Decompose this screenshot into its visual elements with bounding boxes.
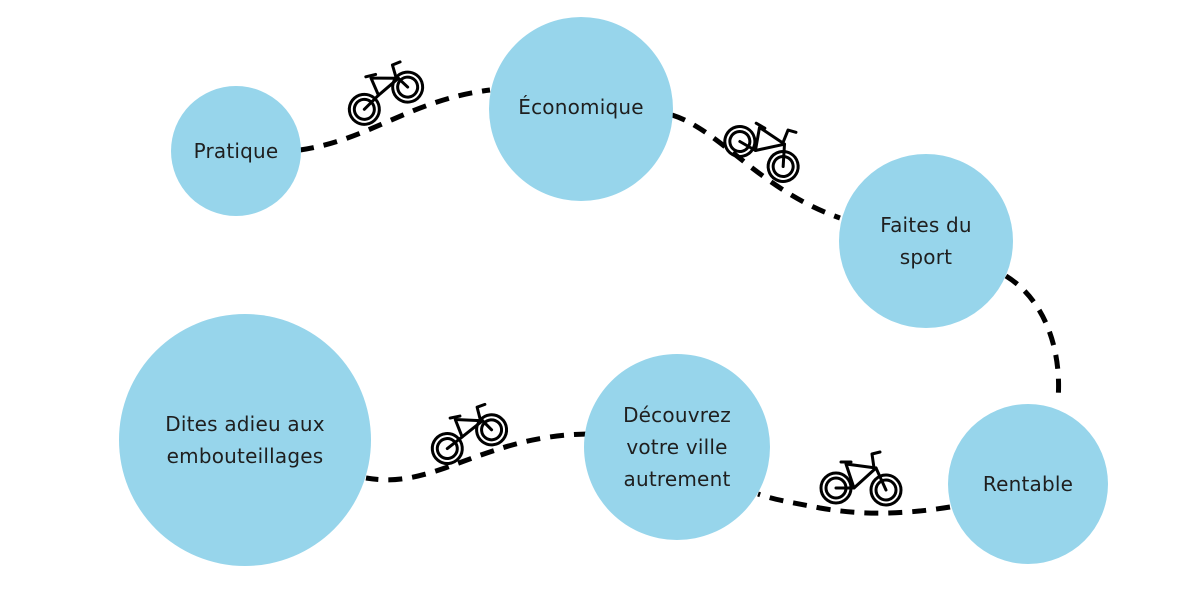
connector-pratique-economique	[299, 87, 491, 153]
connector-rentable-decouvrez	[757, 491, 951, 516]
node-label: Économique	[518, 95, 644, 119]
bicycle-icon	[430, 402, 509, 466]
node-pratique: Pratique	[171, 86, 301, 216]
node-rentable: Rentable	[948, 404, 1108, 564]
node-decouvrez: Découvrez votre ville autrement	[584, 354, 770, 540]
node-label: Pratique	[193, 139, 279, 163]
connector-sport-rentable	[1004, 273, 1062, 401]
bicycle-icon	[347, 60, 425, 126]
node-economique: Économique	[489, 17, 673, 201]
node-label: Rentable	[982, 472, 1074, 496]
bicycle-icon	[723, 121, 800, 183]
connector-economique-sport	[671, 112, 841, 221]
node-label: Faites du sport	[880, 213, 972, 269]
bicycle-icon	[819, 450, 903, 507]
node-label: Dites adieu aux embouteillages	[165, 412, 325, 468]
node-label: Découvrez votre ville autrement	[623, 403, 731, 491]
connector-decouvrez-embouteillages	[365, 431, 589, 483]
node-dites-adieu: Dites adieu aux embouteillages	[119, 314, 371, 566]
node-faites-du-sport: Faites du sport	[839, 154, 1013, 328]
